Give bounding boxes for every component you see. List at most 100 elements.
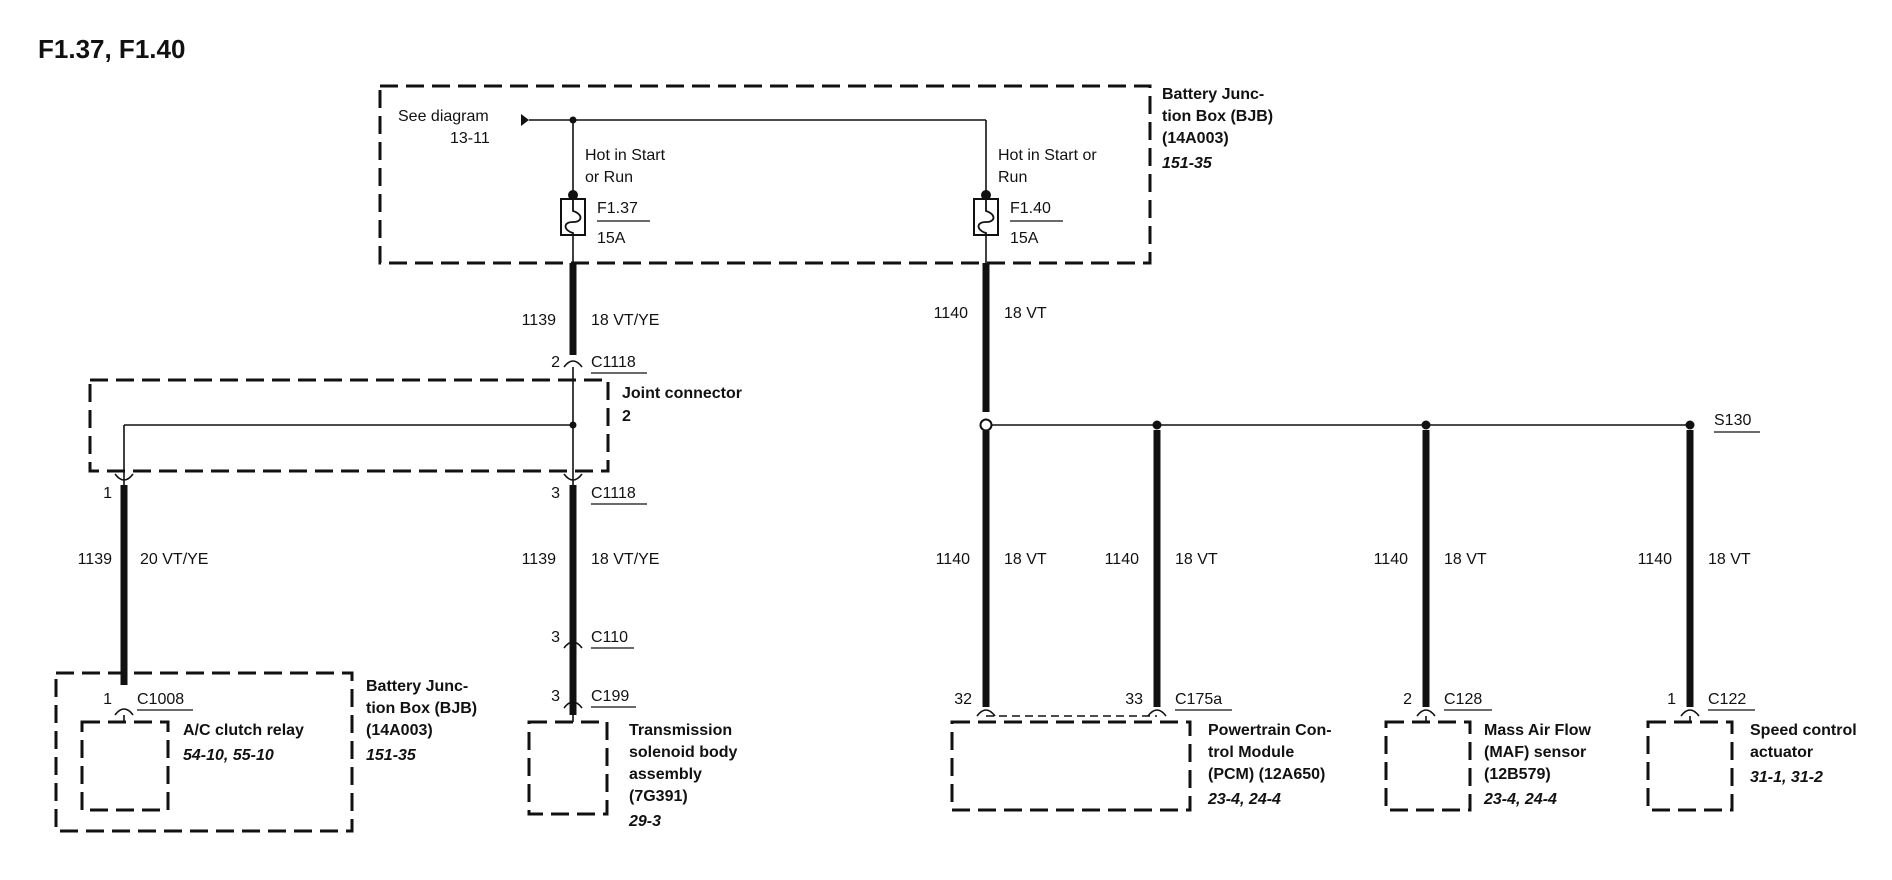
wire-1139-top-gauge: 18 VT/YE [591,312,659,329]
wire-1140-top-gauge: 18 VT [1004,305,1047,322]
trans-name-1: Transmission [629,722,732,739]
speed-ref: 31-1, 31-2 [1750,769,1823,786]
trans-solenoid-box [527,720,609,816]
fuse2-rating: 15A [1010,230,1039,247]
c175a-pin2: 33 [1125,691,1143,708]
pcm-box [950,720,1192,812]
c175a-pin1: 32 [954,691,972,708]
pcm-ref: 23-4, 24-4 [1207,791,1281,808]
c122-connector-icon [1680,709,1700,717]
wire-1139-mid-circuit: 1139 [522,551,557,568]
pcm-name-1: Powertrain Con- [1208,722,1332,739]
wire-1140-a-circuit: 1140 [936,551,971,568]
diagram-title: F1.37, F1.40 [38,34,185,64]
maf-name-1: Mass Air Flow [1484,722,1592,739]
see-diagram-label[interactable]: See diagram [398,108,489,125]
pcm-name-3: (PCM) (12A650) [1208,766,1325,783]
fuse2-hot-1: Hot in Start or [998,147,1097,164]
bjb-top-name-2: tion Box (BJB) [1162,108,1273,125]
wire-1139-left-circuit: 1139 [78,551,113,568]
see-diagram-ref[interactable]: 13-11 [450,130,490,147]
trans-name-3: assembly [629,766,702,783]
c1118-top-connector-icon [563,360,583,368]
maf-sensor-box [1384,720,1472,812]
fuse2-top-dot [981,190,991,200]
wire-1139-mid-gauge: 18 VT/YE [591,551,659,568]
wire-1140-c-circuit: 1140 [1374,551,1409,568]
left-pin-connector-icon [114,473,134,481]
s130-id: S130 [1714,412,1751,429]
bjb-bottom-name-2: tion Box (BJB) [366,700,477,717]
trans-name-2: solenoid body [629,744,738,761]
joint-connector-num: 2 [622,408,631,425]
c128-connector-icon [1416,709,1436,717]
speed-name-1: Speed control [1750,722,1857,739]
left-pin-num: 1 [103,485,112,502]
bjb-bottom-box [54,671,354,833]
fuse1-hot-1: Hot in Start [585,147,666,164]
ac-clutch-relay-box [80,720,170,812]
wire-1140-d-gauge: 18 VT [1708,551,1751,568]
wire-1140-a-gauge: 18 VT [1004,551,1047,568]
c199-pin: 3 [551,688,560,705]
c1118-top-id: C1118 [591,354,636,371]
c110-pin: 3 [551,629,560,646]
wire-1139-left-gauge: 20 VT/YE [140,551,208,568]
wire-1140-b-gauge: 18 VT [1175,551,1218,568]
fuse-f140-element-icon [977,199,995,235]
c199-connector-icon [563,701,583,709]
fuse1-top-dot [568,190,578,200]
speed-name-2: actuator [1750,744,1813,761]
trans-name-4: (7G391) [629,788,688,805]
c128-id: C128 [1444,691,1482,708]
maf-name-2: (MAF) sensor [1484,744,1586,761]
c199-id: C199 [591,688,629,705]
splice-node-2 [1152,420,1162,430]
c128-pin: 2 [1403,691,1412,708]
bjb-top-ref: 151-35 [1162,155,1213,172]
fuse1-rating: 15A [597,230,626,247]
c175a-pin32-icon [976,709,996,717]
bjb-bottom-ref: 151-35 [366,747,417,764]
c1008-id: C1008 [137,691,184,708]
c110-connector-icon [563,641,583,649]
c110-id: C110 [591,629,628,646]
bjb-top-box [378,84,1152,265]
ac-relay-name: A/C clutch relay [183,722,304,739]
joint-node [569,421,577,429]
c175a-id: C175a [1175,691,1222,708]
bjb-bottom-name-3: (14A003) [366,722,433,739]
see-diagram-arrow-icon [521,114,529,126]
c175a-pin33-icon [1147,709,1167,717]
fuse1-id: F1.37 [597,200,638,217]
fuse1-hot-2: or Run [585,169,633,186]
bjb-top-name-3: (14A003) [1162,130,1229,147]
fuse-f137-element-icon [564,199,582,235]
wire-1140-d-circuit: 1140 [1638,551,1673,568]
splice-node-1 [979,418,993,432]
c1118-bottom-connector-icon [563,473,583,481]
c1118-bottom-pin: 3 [551,485,560,502]
maf-name-3: (12B579) [1484,766,1551,783]
speed-control-box [1646,720,1734,812]
c122-id: C122 [1708,691,1746,708]
maf-ref: 23-4, 24-4 [1483,791,1557,808]
splice-node-4 [1685,420,1695,430]
bjb-bottom-name-1: Battery Junc- [366,678,468,695]
wire-1139-top-circuit: 1139 [522,312,557,329]
c1118-bottom-id: C1118 [591,485,636,502]
fuse2-hot-2: Run [998,169,1027,186]
joint-connector-box [88,378,610,473]
fuse2-id: F1.40 [1010,200,1051,217]
pcm-name-2: trol Module [1208,744,1294,761]
c1118-top-pin: 2 [551,354,560,371]
bjb-top-name-1: Battery Junc- [1162,86,1264,103]
c122-pin: 1 [1667,691,1676,708]
trans-ref: 29-3 [628,813,661,830]
joint-connector-label: Joint connector [622,385,742,402]
c1008-pin: 1 [103,691,112,708]
splice-node-3 [1421,420,1431,430]
wire-1140-top-circuit: 1140 [934,305,969,322]
